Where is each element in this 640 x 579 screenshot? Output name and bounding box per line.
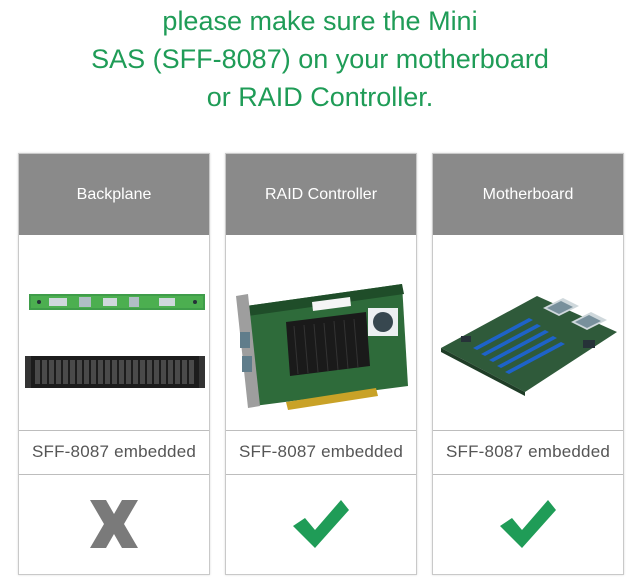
card-motherboard: Motherboard SFF-8087 embedded — [432, 153, 624, 575]
backplane-image — [19, 236, 209, 476]
divider — [226, 430, 416, 431]
divider — [433, 430, 623, 431]
card-header: RAID Controller — [226, 154, 416, 235]
divider — [226, 474, 416, 475]
headline: please make sure the Mini SAS (SFF-8087)… — [0, 2, 640, 116]
check-icon — [226, 484, 416, 564]
headline-line-1: please make sure the Mini — [162, 6, 478, 36]
divider — [433, 474, 623, 475]
card-raid-controller: RAID Controller S — [225, 153, 417, 575]
sff-label: SFF-8087 embedded — [31, 442, 197, 461]
check-icon — [433, 484, 623, 564]
headline-line-3: or RAID Controller. — [206, 82, 434, 112]
divider — [19, 430, 209, 431]
motherboard-image — [433, 236, 623, 476]
card-header: Motherboard — [433, 154, 623, 235]
card-header: Backplane — [19, 154, 209, 235]
raid-controller-image — [226, 236, 416, 476]
card-backplane: Backplane — [18, 153, 210, 575]
sff-label: SFF-8087 embedded — [238, 442, 404, 461]
divider — [19, 474, 209, 475]
x-icon — [19, 484, 209, 564]
sff-label: SFF-8087 embedded — [445, 442, 611, 461]
headline-line-2: SAS (SFF-8087) on your motherboard — [91, 44, 549, 74]
